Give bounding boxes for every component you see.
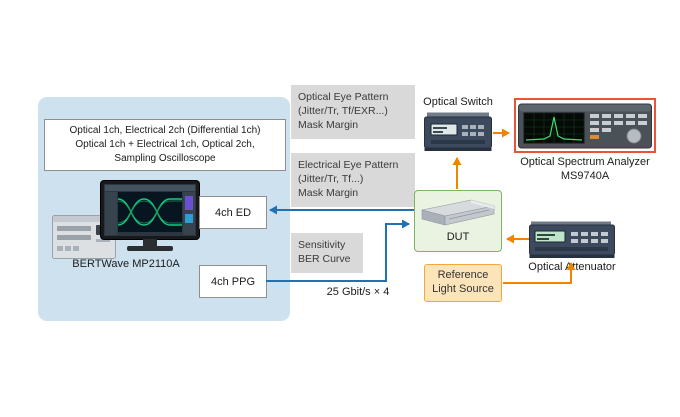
optical-switch-image bbox=[424, 112, 492, 151]
spec-box: Optical 1ch, Electrical 2ch (Differentia… bbox=[44, 119, 286, 171]
osa-image bbox=[518, 103, 652, 149]
monitor-stand bbox=[143, 239, 157, 247]
dut-label: DUT bbox=[446, 231, 470, 243]
dut-image bbox=[421, 199, 495, 226]
callout-line: Mask Margin bbox=[298, 118, 359, 131]
osa-label: Optical Spectrum Analyzer MS9740A bbox=[505, 156, 665, 184]
optical-switch-label: Optical Switch bbox=[423, 96, 493, 108]
callout-optical-eye: Optical Eye Pattern (Jitter/Tr, Tf/EXR..… bbox=[291, 85, 415, 139]
callout-line: (Jitter/Tr, Tf/EXR...) bbox=[298, 104, 388, 117]
spec-line: Optical 1ch + Electrical 1ch, Optical 2c… bbox=[75, 139, 255, 151]
monitor-base bbox=[127, 246, 173, 251]
ed-box: 4ch ED bbox=[199, 196, 267, 229]
bitrate-label: 25 Gbit/s × 4 bbox=[326, 286, 390, 298]
callout-electrical-eye: Electrical Eye Pattern (Jitter/Tr, Tf...… bbox=[291, 153, 415, 207]
callout-line: BER Curve bbox=[298, 252, 351, 265]
rls-line: Reference bbox=[437, 269, 489, 282]
callout-line: (Jitter/Tr, Tf...) bbox=[298, 172, 364, 185]
reference-light-source-box: Reference Light Source bbox=[424, 264, 502, 302]
bertwave-label: BERTWave MP2110A bbox=[72, 258, 180, 270]
callout-line: Optical Eye Pattern bbox=[298, 91, 389, 103]
spec-line: Optical 1ch, Electrical 2ch (Differentia… bbox=[69, 125, 261, 137]
callout-line: Electrical Eye Pattern bbox=[298, 159, 399, 171]
ppg-box: 4ch PPG bbox=[199, 265, 267, 298]
callout-line: Sensitivity bbox=[298, 239, 346, 251]
eye-pattern-screen bbox=[104, 184, 196, 236]
optical-attenuator-label: Optical Attenuator bbox=[528, 261, 616, 273]
optical-attenuator-image bbox=[529, 221, 615, 258]
callout-sensitivity: Sensitivity BER Curve bbox=[291, 233, 363, 273]
osa-name: Optical Spectrum Analyzer bbox=[520, 156, 650, 168]
spec-line: Sampling Oscilloscope bbox=[114, 152, 216, 164]
callout-line: Mask Margin bbox=[298, 186, 359, 199]
rls-line: Light Source bbox=[432, 283, 494, 295]
osa-model: MS9740A bbox=[560, 169, 610, 182]
